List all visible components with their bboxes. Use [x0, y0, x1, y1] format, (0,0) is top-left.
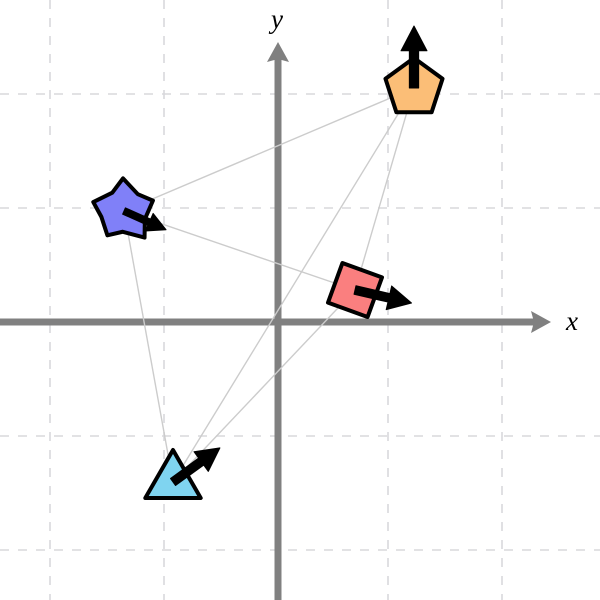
red-square-direction-arrow: [353, 285, 413, 311]
blue-star-direction-arrow: [122, 207, 167, 232]
shape-group-blue-star[interactable]: [91, 176, 167, 240]
blue-triangle[interactable]: [143, 448, 203, 500]
shape-group-orange-pentagon[interactable]: [383, 25, 445, 115]
x-axis-arrowhead: [531, 311, 551, 333]
y-axis-label: y: [268, 4, 283, 34]
shapes-layer: [91, 25, 445, 500]
y-axis-arrowhead: [267, 42, 289, 62]
shape-group-blue-triangle[interactable]: [143, 447, 221, 500]
axes-layer: x y: [0, 4, 578, 600]
connection-line: [123, 210, 174, 483]
connection-line: [123, 210, 356, 291]
connection-line: [123, 87, 415, 212]
orange-pentagon-direction-arrow: [400, 25, 428, 89]
connection-line: [354, 87, 415, 291]
connection-line: [172, 87, 415, 483]
shape-group-red-square[interactable]: [326, 261, 413, 319]
blue-star[interactable]: [91, 176, 155, 240]
blue-triangle-direction-arrow: [169, 447, 221, 487]
x-axis-label: x: [565, 306, 578, 336]
